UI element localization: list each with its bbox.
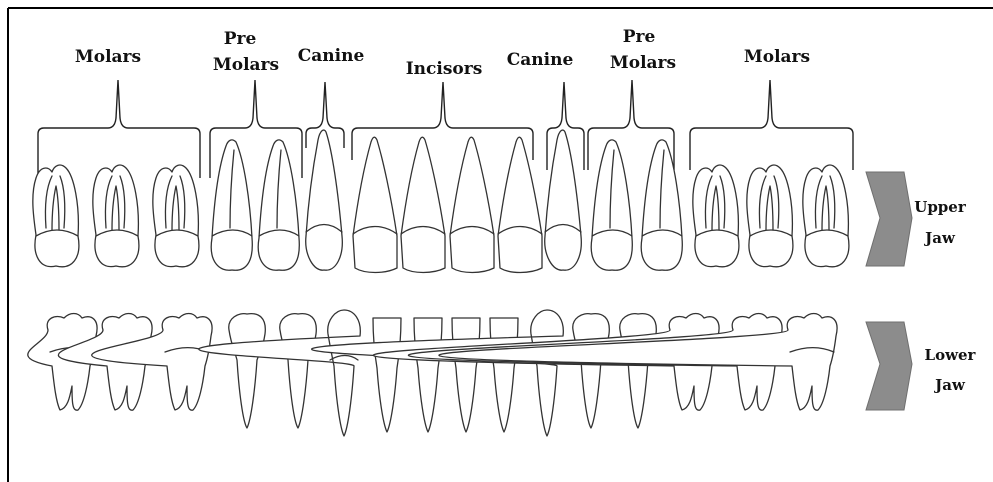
label-canine-left: Canine [298, 46, 365, 66]
brace-molars-right [690, 80, 853, 170]
lower-tooth-5-premolar [280, 314, 317, 428]
upper-tooth-7-incisor [353, 137, 397, 272]
lower-tooth-7-incisor [373, 318, 401, 432]
lower-tooth-10-incisor [490, 318, 518, 432]
upper-tooth-5-premolar [258, 140, 299, 270]
brace-molars-left [38, 80, 200, 178]
upper-tooth-15-molar [747, 165, 793, 267]
label-incisors: Incisors [406, 59, 483, 79]
upper-tooth-13-premolar [641, 140, 682, 270]
label-molars-left: Molars [75, 47, 141, 67]
label-premolars-left-2: Molars [213, 55, 279, 75]
label-molars-right: Molars [744, 47, 810, 67]
label-lower-jaw-2: Jaw [933, 376, 966, 394]
upper-tooth-11-canine [545, 130, 582, 270]
lower-jaw-teeth [28, 310, 837, 436]
upper-tooth-1-molar [33, 165, 79, 267]
label-premolars-right-1: Pre [623, 27, 656, 47]
upper-tooth-8-incisor [401, 137, 445, 272]
label-upper-jaw-2: Jaw [923, 229, 956, 247]
upper-tooth-9-incisor [450, 137, 494, 272]
label-canine-right: Canine [507, 50, 574, 70]
label-upper-jaw-1: Upper [914, 198, 967, 216]
upper-tooth-3-molar [153, 165, 199, 267]
upper-tooth-16-molar [803, 165, 849, 267]
lower-tooth-8-incisor [414, 318, 442, 432]
lower-tooth-13-premolar [620, 314, 657, 428]
label-lower-jaw-1: Lower [925, 346, 977, 364]
label-premolars-right-2: Molars [610, 53, 676, 73]
label-premolars-left-1: Pre [224, 29, 257, 49]
upper-jaw-teeth [33, 130, 849, 272]
upper-tooth-4-premolar [211, 140, 252, 270]
upper-jaw-arrow-icon [866, 172, 912, 266]
lower-tooth-4-premolar [229, 314, 266, 428]
upper-tooth-6-canine [306, 130, 343, 270]
group-braces [38, 80, 853, 178]
lower-tooth-12-premolar [573, 314, 610, 428]
upper-tooth-14-molar [693, 165, 739, 267]
lower-jaw-arrow-icon [866, 322, 912, 410]
upper-tooth-12-premolar [591, 140, 632, 270]
upper-tooth-2-molar [93, 165, 139, 267]
upper-tooth-10-incisor [498, 137, 542, 272]
lower-tooth-9-incisor [452, 318, 480, 432]
